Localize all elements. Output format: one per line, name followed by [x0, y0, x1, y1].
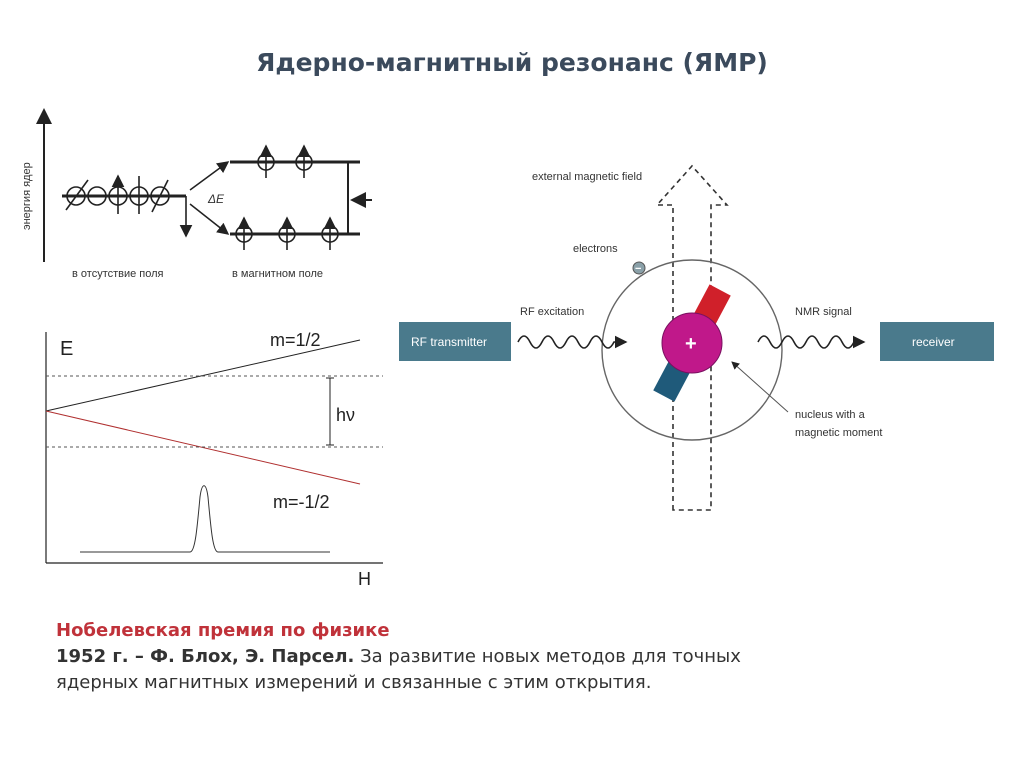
- lower-energy-level: [230, 216, 360, 250]
- caption-heading: Нобелевская премия по физике: [56, 620, 390, 641]
- page-title: Ядерно-магнитный резонанс (ЯМР): [256, 48, 768, 77]
- caption-line-1: 1952 г. – Ф. Блох, Э. Парсел. За развити…: [56, 644, 956, 670]
- caption-year-authors: 1952 г. – Ф. Блох, Э. Парсел.: [56, 646, 355, 667]
- lower-sublevel-label: m=-1/2: [273, 492, 330, 512]
- nucleus: [661, 312, 723, 374]
- nucleus-label-line2: magnetic moment: [795, 427, 882, 439]
- external-field-arrow: [655, 164, 729, 511]
- nucleus-label-line1: nucleus with a: [795, 409, 866, 421]
- degenerate-spins: [62, 174, 193, 238]
- receiver-box: [880, 322, 994, 361]
- electrons-label: electrons: [573, 243, 618, 255]
- split-arrow-down: [189, 203, 230, 235]
- zeeman-y-label: E: [60, 338, 73, 360]
- electron: [632, 261, 646, 275]
- nmr-signal-label: NMR signal: [795, 306, 852, 318]
- nucleus-sign: +: [685, 333, 697, 355]
- nmr-signal-wave: [757, 335, 866, 349]
- external-field-label: external magnetic field: [532, 171, 642, 183]
- nucleus-pointer: [731, 361, 789, 413]
- nmr-scheme: external magnetic field − electrons + RF…: [399, 164, 994, 511]
- electron-orbit: [601, 259, 783, 441]
- energy-axis-label: энергия ядер: [21, 162, 33, 230]
- electron-sign: −: [635, 263, 641, 275]
- caption-line-2: ядерных магнитных измерений и связанные …: [56, 672, 652, 693]
- upper-energy-level: [230, 144, 360, 178]
- caption-line1-rest: За развитие новых методов для точных: [354, 646, 741, 667]
- energy-level-diagram: энергия ядер в отсутствие поля ΔE: [21, 108, 372, 280]
- zeeman-x-label: H: [358, 569, 371, 589]
- receiver-label: receiver: [912, 335, 955, 349]
- rf-transmitter-box: [399, 322, 511, 361]
- no-field-label: в отсутствие поля: [72, 268, 164, 280]
- zeeman-plot: E H m=1/2 m=-1/2 hν: [45, 330, 383, 589]
- rf-transmitter-label: RF transmitter: [411, 335, 487, 349]
- rf-excitation-label: RF excitation: [520, 306, 584, 318]
- nobel-caption: Нобелевская премия по физике 1952 г. – Ф…: [56, 618, 956, 696]
- split-arrow-up: [189, 161, 230, 191]
- gap-label: hν: [336, 405, 355, 425]
- rf-excitation-wave: [517, 335, 628, 349]
- resonance-peak: [80, 485, 330, 553]
- upper-sublevel-label: m=1/2: [270, 330, 321, 350]
- field-label: в магнитном поле: [232, 268, 323, 280]
- delta-e-label: ΔE: [207, 192, 225, 206]
